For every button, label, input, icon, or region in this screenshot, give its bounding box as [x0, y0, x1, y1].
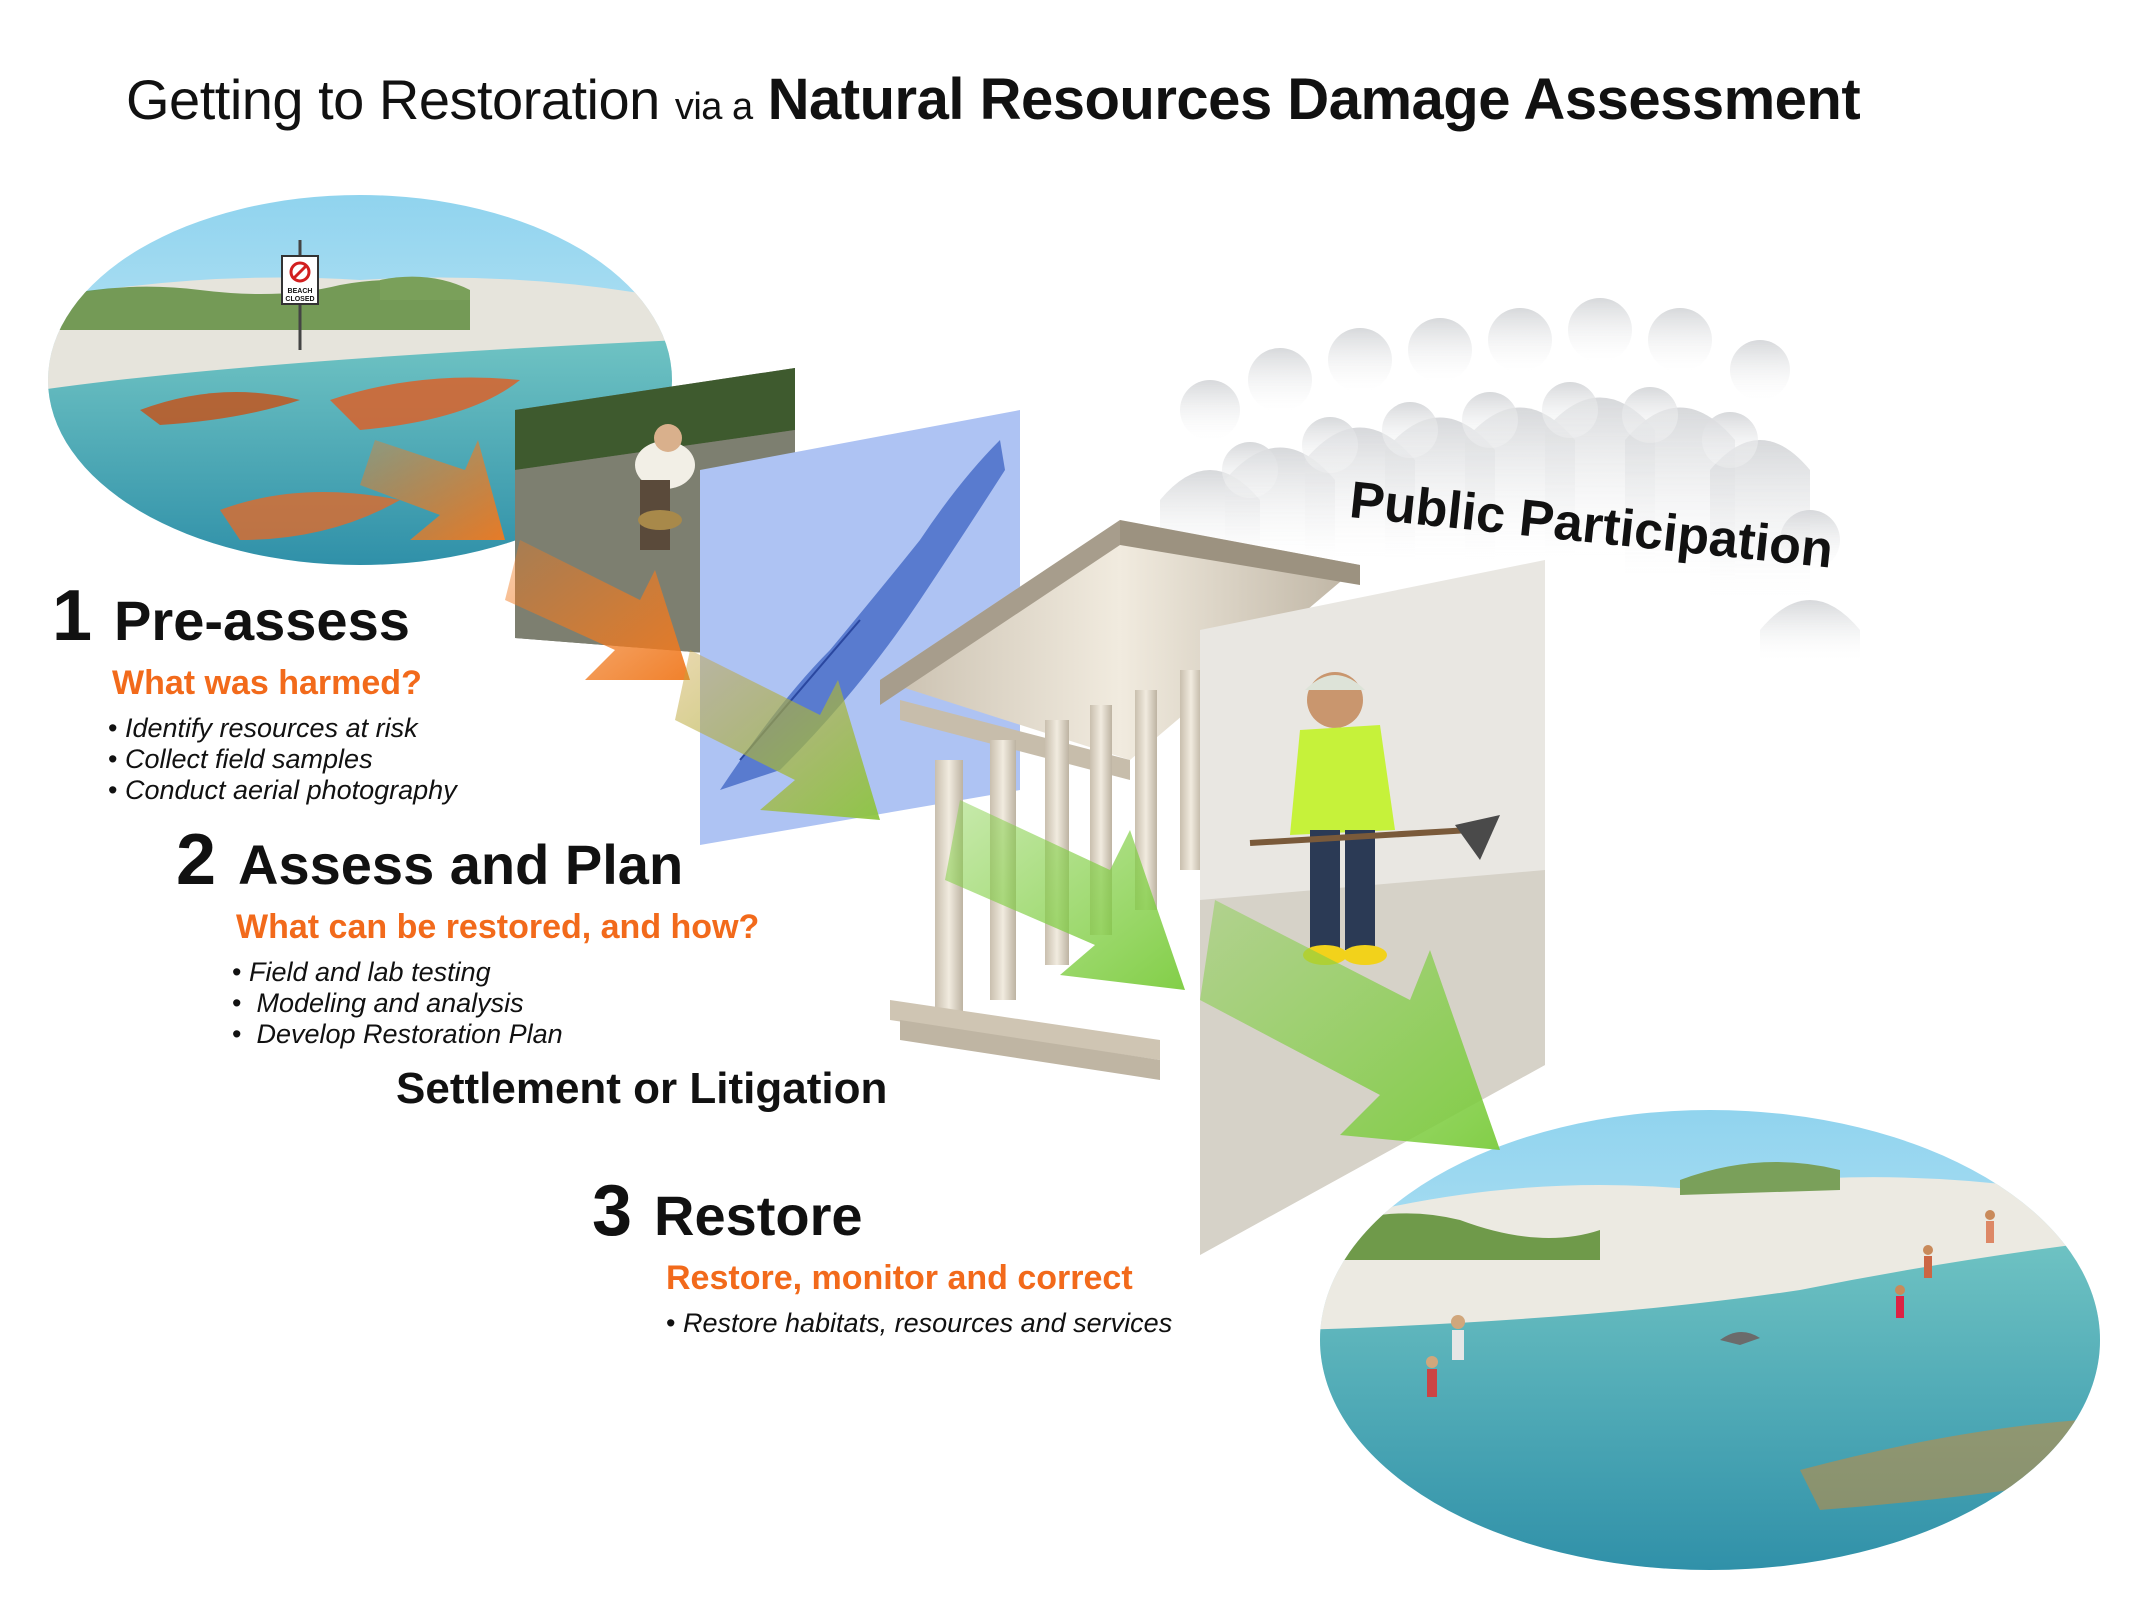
sign-text-2: CLOSED — [285, 296, 314, 303]
step-3-number: 3 — [592, 1171, 633, 1251]
step-1-bullet: Collect field samples — [108, 744, 457, 775]
title-part-2: via a — [674, 86, 753, 128]
step-1-bullets: Identify resources at risk Collect field… — [108, 713, 457, 806]
step-1-question: What was harmed? — [112, 664, 422, 702]
step-2-bullet: Develop Restoration Plan — [232, 1019, 759, 1050]
settlement-label: Settlement or Litigation — [396, 1064, 888, 1113]
restored-beach-scene — [1320, 1110, 2100, 1570]
step-3: 3 Restore Restore, monitor and correct R… — [592, 1175, 1172, 1339]
arrow-1 — [360, 440, 505, 540]
title-part-1: Getting to Restoration — [126, 68, 660, 131]
step-2-number: 2 — [176, 820, 217, 900]
diagram-title: Getting to Restoration via a Natural Res… — [126, 66, 1861, 133]
step-1-number: 1 — [52, 576, 93, 656]
step-2-question: What can be restored, and how? — [236, 908, 760, 946]
step-3-question: Restore, monitor and correct — [666, 1259, 1133, 1297]
step-1-title: Pre-assess — [114, 589, 410, 652]
arrow-4 — [945, 800, 1185, 990]
step-2: 2 Assess and Plan What can be restored, … — [176, 824, 759, 1050]
flow-arrows — [360, 440, 1500, 1150]
step-2-title: Assess and Plan — [238, 833, 684, 896]
step-1-bullet: Conduct aerial photography — [108, 775, 457, 806]
step-3-bullet: Restore habitats, resources and services — [666, 1308, 1172, 1339]
step-3-title: Restore — [654, 1184, 863, 1247]
title-part-3: Natural Resources Damage Assessment — [767, 67, 1861, 132]
arrow-5 — [1200, 900, 1500, 1150]
step-3-bullets: Restore habitats, resources and services — [666, 1308, 1172, 1339]
sign-text-1: BEACH — [288, 288, 313, 295]
arrow-2 — [505, 540, 690, 680]
step-2-bullet: Modeling and analysis — [232, 988, 759, 1019]
crowd-silhouettes — [1160, 298, 1860, 660]
step-2-bullets: Field and lab testing Modeling and analy… — [232, 957, 759, 1050]
step-2-bullet: Field and lab testing — [232, 957, 759, 988]
step-1: 1 Pre-assess What was harmed? Identify r… — [52, 580, 457, 806]
step-1-bullet: Identify resources at risk — [108, 713, 457, 744]
arrow-3 — [675, 650, 880, 820]
